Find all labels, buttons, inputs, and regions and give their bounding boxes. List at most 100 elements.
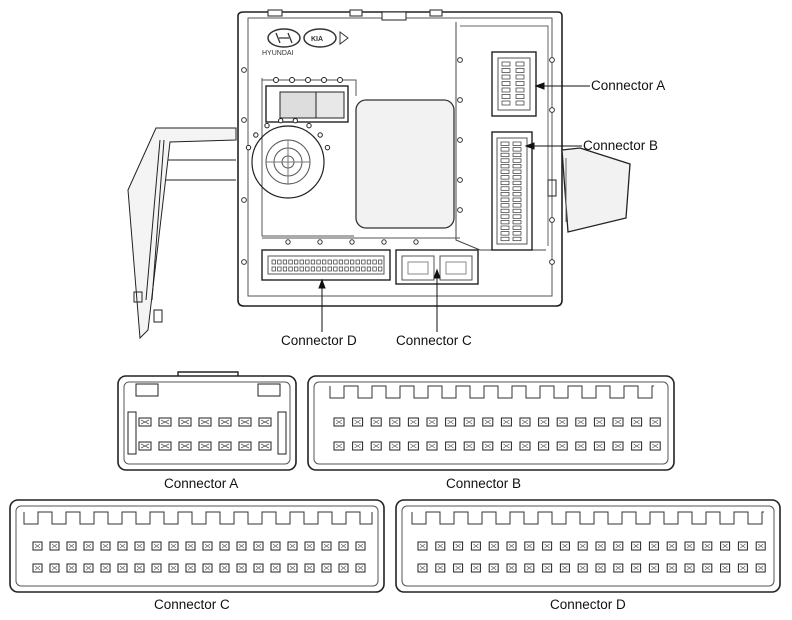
unit-pin bbox=[327, 259, 332, 265]
unit-pin bbox=[501, 61, 511, 67]
unit-pin bbox=[512, 152, 522, 158]
unit-pin bbox=[366, 259, 372, 265]
unit-pin bbox=[327, 266, 332, 272]
buzzer bbox=[245, 117, 331, 199]
unit-pin bbox=[512, 186, 522, 191]
hyundai-wordmark: HYUNDAI bbox=[262, 50, 294, 57]
unit-pin bbox=[500, 192, 510, 197]
unit-pin bbox=[350, 259, 355, 265]
unit-pin bbox=[512, 169, 522, 174]
unit-pin bbox=[299, 259, 304, 265]
stud bbox=[317, 132, 323, 138]
unit-pin bbox=[501, 94, 511, 99]
unit-pin bbox=[378, 266, 383, 272]
unit-pin bbox=[288, 266, 293, 272]
stud bbox=[549, 259, 555, 265]
unit-pin bbox=[288, 259, 293, 265]
stud bbox=[457, 57, 463, 63]
relay-module bbox=[265, 77, 349, 123]
unit-pin bbox=[361, 266, 366, 272]
unit-connector-b bbox=[491, 131, 533, 251]
unit-pin bbox=[501, 74, 511, 80]
unit-pin bbox=[378, 259, 383, 265]
unit-pin bbox=[372, 259, 377, 265]
leader-lines bbox=[318, 82, 590, 332]
stud bbox=[253, 132, 259, 138]
unit-pin bbox=[512, 175, 522, 180]
stud bbox=[457, 97, 463, 103]
unit-pin bbox=[310, 259, 316, 265]
detail-label-connector-a: Connector A bbox=[164, 476, 239, 491]
unit-pin bbox=[500, 147, 510, 152]
unit-pin bbox=[515, 100, 525, 106]
unit-pin bbox=[344, 259, 349, 265]
unit-connector-d bbox=[261, 249, 391, 281]
stud bbox=[273, 77, 279, 83]
unit-pin bbox=[305, 266, 310, 272]
unit-pin bbox=[515, 94, 525, 99]
unit-pin bbox=[277, 266, 282, 272]
cover-flap bbox=[561, 147, 631, 233]
unit-pin bbox=[372, 266, 377, 272]
unit-pin bbox=[322, 259, 327, 265]
unit-pin bbox=[322, 266, 327, 272]
unit-pin bbox=[512, 203, 522, 208]
stud bbox=[241, 67, 247, 73]
unit-pin bbox=[512, 197, 522, 202]
stud bbox=[241, 197, 247, 203]
unit-pin bbox=[310, 266, 316, 272]
stud bbox=[549, 107, 555, 113]
stud bbox=[337, 77, 343, 83]
detail-connector-a bbox=[117, 371, 297, 471]
unit-pin bbox=[501, 87, 511, 93]
unit-pin bbox=[355, 259, 360, 265]
unit-pin bbox=[338, 266, 344, 272]
unit-pin bbox=[294, 259, 299, 265]
unit-connector-a bbox=[491, 51, 537, 117]
detail-label-connector-b: Connector B bbox=[446, 476, 522, 491]
unit-pin bbox=[299, 266, 304, 272]
connector-details bbox=[9, 371, 781, 593]
unit-pin bbox=[500, 169, 510, 174]
unit-pin bbox=[500, 225, 510, 230]
stud bbox=[321, 77, 327, 83]
mounting-bracket bbox=[127, 127, 237, 340]
detail-connector-b bbox=[307, 375, 675, 471]
unit-pin bbox=[333, 266, 338, 272]
unit-pin bbox=[350, 266, 355, 272]
stud bbox=[289, 77, 295, 83]
detail-connector-d bbox=[395, 499, 781, 593]
unit-label-connector-a: Connector A bbox=[591, 78, 666, 93]
stud bbox=[241, 259, 247, 265]
stud bbox=[381, 239, 387, 245]
stud bbox=[305, 77, 311, 83]
unit-pin bbox=[333, 259, 338, 265]
unit-pin bbox=[500, 236, 510, 242]
brand-logos bbox=[267, 28, 349, 48]
unit-housing bbox=[237, 9, 563, 307]
stud bbox=[457, 137, 463, 143]
unit-pin bbox=[355, 266, 360, 272]
unit-pin bbox=[501, 100, 511, 106]
unit-pin bbox=[515, 81, 525, 86]
control-unit-drawing: HYUNDAI KIA bbox=[127, 9, 631, 340]
stud bbox=[241, 117, 247, 123]
unit-pin bbox=[515, 61, 525, 67]
unit-pin bbox=[305, 259, 310, 265]
unit-pin bbox=[501, 81, 511, 86]
unit-pin bbox=[500, 175, 510, 180]
stud bbox=[245, 144, 252, 151]
unit-pin bbox=[271, 259, 276, 265]
stud bbox=[285, 239, 291, 245]
unit-pin bbox=[512, 147, 522, 152]
unit-pin bbox=[512, 158, 522, 163]
unit-pin bbox=[500, 203, 510, 208]
stud bbox=[413, 239, 419, 245]
stud bbox=[457, 207, 463, 213]
unit-pin bbox=[515, 74, 525, 80]
unit-pin bbox=[500, 186, 510, 191]
unit-pin bbox=[512, 141, 522, 146]
unit-pin bbox=[277, 259, 282, 265]
unit-pin bbox=[512, 192, 522, 197]
unit-pin bbox=[282, 266, 288, 272]
